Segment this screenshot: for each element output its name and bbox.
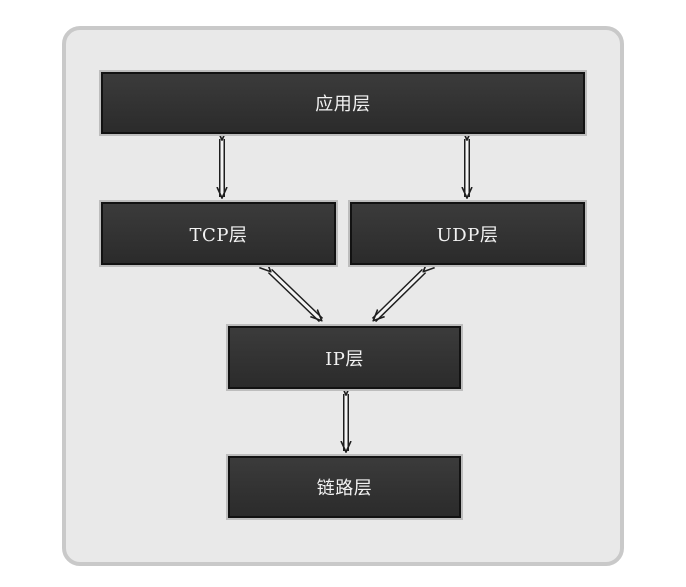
ip-layer-label: IP层 — [325, 348, 364, 370]
tcp-layer-box: TCP层 — [101, 202, 336, 265]
application-layer-label: 应用层 — [315, 94, 371, 115]
tcp-layer-label: TCP层 — [189, 224, 248, 246]
link-layer-label: 链路层 — [316, 478, 373, 499]
link-layer-box: 链路层 — [228, 456, 461, 518]
udp-layer-label: UDP层 — [436, 224, 499, 246]
ip-layer-box: IP层 — [228, 326, 461, 389]
application-layer-box: 应用层 — [101, 72, 585, 134]
udp-layer-box: UDP层 — [350, 202, 585, 265]
